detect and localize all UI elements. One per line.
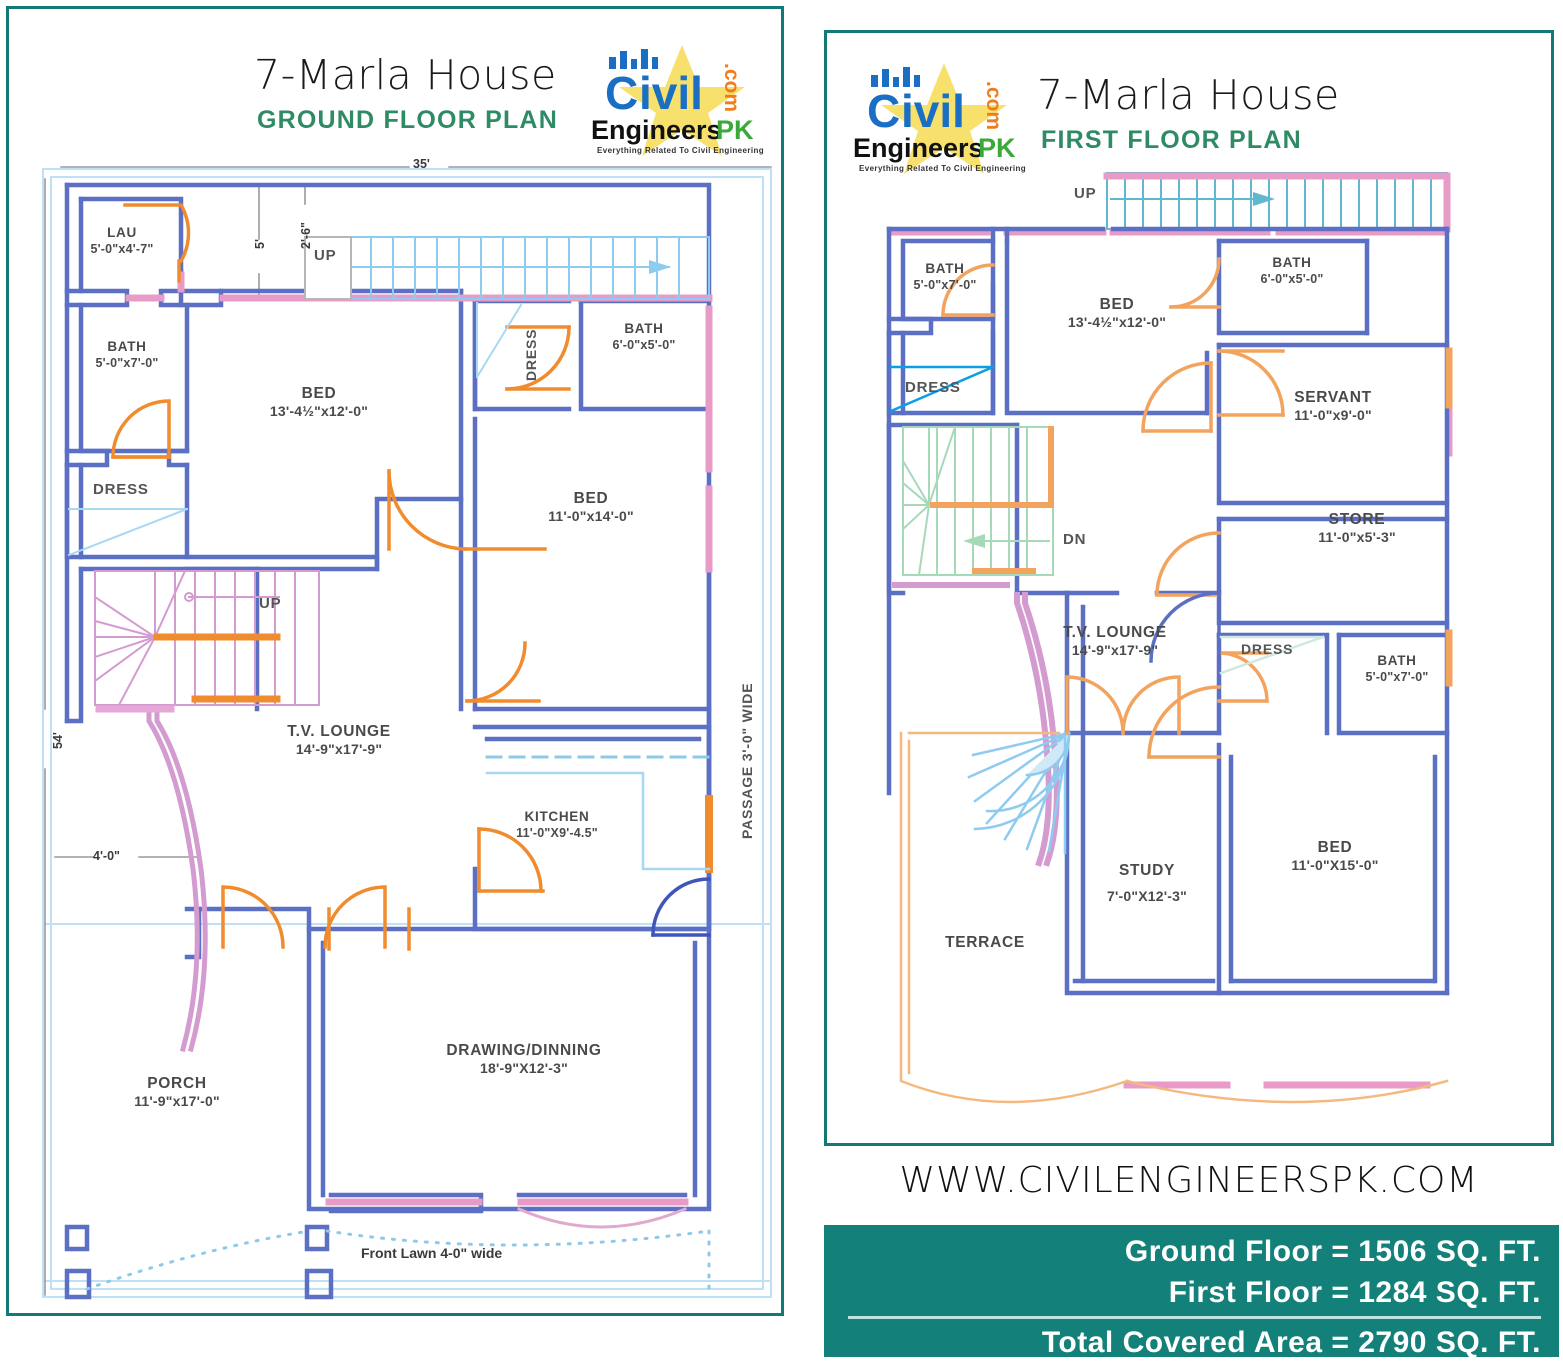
svg-text:C: C	[605, 67, 638, 119]
room-drawing-dinning: DRAWING/DINNING 18'-9"X12'-3"	[446, 1042, 602, 1077]
stair-up-tag-main: UP	[259, 595, 282, 612]
site-url: WWW.CIVILENGINEERSPK.COM	[899, 1160, 1479, 1201]
first-floor-drawing	[886, 172, 1453, 1104]
ground-subtitle: GROUND FLOOR PLAN	[257, 106, 558, 134]
room-first-bath-left: BATH 5'-0"x7'-0"	[913, 261, 977, 292]
svg-text:ivil: ivil	[639, 67, 703, 119]
room-tv-lounge: T.V. LOUNGE 14'-9"x17'-9"	[287, 723, 391, 758]
room-first-bath-right: BATH 6'-0"x5'-0"	[1260, 255, 1324, 286]
room-bath-left: BATH 5'-0"x7'-0"	[95, 339, 159, 370]
dim-height-left: 54'	[51, 732, 65, 749]
first-subtitle: FIRST FLOOR PLAN	[1041, 126, 1302, 154]
svg-text:C: C	[867, 85, 900, 137]
dress-label-mid: DRESS	[523, 328, 539, 381]
room-porch: PORCH 11'-9"x17'-0"	[134, 1075, 220, 1110]
ground-title: 7-Marla House	[254, 51, 557, 99]
dim-4-0: 4'-0"	[93, 849, 120, 863]
room-lau: LAU 5'-0"x4'-7"	[90, 225, 154, 256]
room-study: STUDY 7'-0"X12'-3"	[1107, 862, 1187, 905]
svg-text:Engineers: Engineers	[591, 115, 722, 145]
svg-text:.com: .com	[720, 63, 743, 112]
room-bed-master: BED 13'-4½"x12'-0"	[269, 385, 369, 420]
room-servant: SERVANT 11'-0"x9'-0"	[1294, 389, 1372, 424]
area-first-floor: First Floor = 1284 SQ. FT.	[1168, 1276, 1541, 1310]
first-title: 7-Marla House	[1037, 71, 1340, 119]
svg-text:ivil: ivil	[901, 85, 965, 137]
room-first-bed-lower: BED 11'-0"X15'-0"	[1291, 839, 1379, 874]
svg-text:Everything Related To Civil En: Everything Related To Civil Engineering	[859, 164, 1026, 173]
area-total: Total Covered Area = 2790 SQ. FT.	[1041, 1325, 1541, 1359]
area-divider	[848, 1315, 1541, 1319]
civil-engineers-pk-logo-2: C ivil .com Engineers PK Everything Rela…	[849, 59, 1039, 179]
area-summary-box: Ground Floor = 1506 SQ. FT. First Floor …	[824, 1225, 1559, 1359]
civil-engineers-pk-logo: C ivil .com Engineers PK Everything Rela…	[587, 41, 777, 161]
up-tag-first: UP	[1074, 185, 1097, 202]
dress-label-first-left: DRESS	[905, 379, 961, 396]
room-bath-right: BATH 6'-0"x5'-0"	[612, 321, 676, 352]
passage-label: PASSAGE 3'-0" WIDE	[739, 682, 755, 839]
svg-text:Engineers: Engineers	[853, 133, 984, 163]
ground-floor-drawing	[42, 166, 772, 1300]
dim-5: 5'	[253, 239, 267, 249]
room-bed-second: BED 11'-0"x14'-0"	[548, 490, 634, 525]
room-store: STORE 11'-0"x5'-3"	[1318, 511, 1396, 546]
room-terrace: TERRACE	[945, 934, 1025, 951]
svg-text:PK: PK	[978, 133, 1016, 163]
dress-label-first-right: DRESS	[1241, 641, 1294, 657]
room-first-bed-master: BED 13'-4½"x12'-0"	[1067, 296, 1167, 331]
room-kitchen: KITCHEN 11'-0"X9'-4.5"	[516, 809, 598, 840]
dim-width-top: 35'	[413, 157, 430, 171]
svg-text:PK: PK	[716, 115, 754, 145]
dim-2-6: 2'-6"	[299, 222, 313, 249]
ground-floor-panel: 7-Marla House GROUND FLOOR PLAN C ivil .…	[6, 6, 784, 1316]
logo-tagline: Everything Related To Civil Engineering	[597, 146, 764, 155]
front-lawn-label: Front Lawn 4-0" wide	[361, 1245, 503, 1261]
dn-tag: DN	[1063, 531, 1087, 548]
area-ground-floor: Ground Floor = 1506 SQ. FT.	[1124, 1235, 1541, 1268]
room-first-bath-lower: BATH 5'-0"x7'-0"	[1365, 653, 1429, 684]
dress-label-left: DRESS	[93, 481, 149, 498]
room-first-tv-lounge: T.V. LOUNGE 14'-9"x17'-9"	[1063, 624, 1167, 659]
first-floor-panel: C ivil .com Engineers PK Everything Rela…	[824, 30, 1554, 1146]
stair-up-tag-top: UP	[314, 247, 337, 264]
svg-text:.com: .com	[982, 81, 1005, 130]
